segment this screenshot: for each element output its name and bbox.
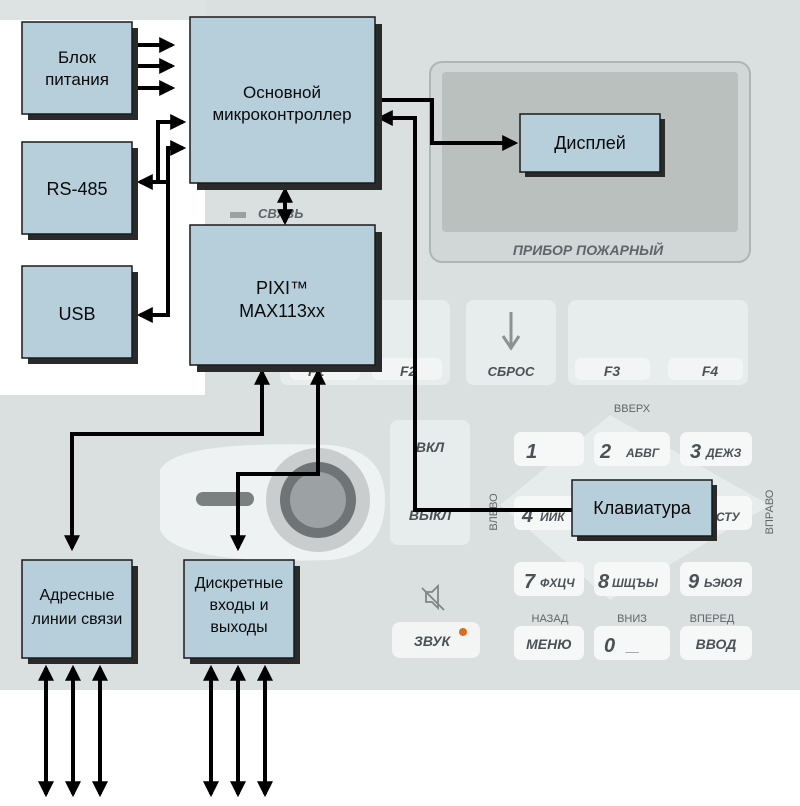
nav-right-label: ВПРАВО bbox=[764, 489, 776, 534]
block-display-label: Дисплей bbox=[554, 133, 626, 153]
reset-key-label: СБРОС bbox=[488, 364, 535, 379]
key-9-letters: ЬЭЮЯ bbox=[704, 576, 742, 590]
arrow-pixi-discrete bbox=[230, 368, 326, 552]
block-pixi-line-1: PIXI™ bbox=[256, 278, 308, 298]
key-3-letters: ДЕЖЗ bbox=[705, 446, 742, 460]
sound-key[interactable] bbox=[392, 622, 480, 658]
block-rs485-box bbox=[21, 141, 133, 235]
block-address-line-1: Адресные bbox=[39, 587, 114, 604]
fkey-f4[interactable] bbox=[668, 358, 743, 380]
key-0[interactable] bbox=[594, 626, 670, 660]
key-0-letters: __ bbox=[625, 640, 640, 654]
arrow-keyboard-mcu bbox=[376, 110, 572, 512]
key-2[interactable] bbox=[594, 432, 670, 466]
keypad: 1 2 АБВГ 3 ДЕЖЗ 4 ИИК СТУ 7 ФХЦЧ 8 ШЩЪЫ … bbox=[514, 432, 752, 660]
block-discrete-io: Дискретные входы и выходы bbox=[183, 559, 300, 664]
key-4-letters: ИИК bbox=[540, 510, 566, 524]
enter-key[interactable] bbox=[680, 626, 752, 660]
block-keyboard: Клавиатура bbox=[571, 479, 717, 541]
on-key-label: ВКЛ bbox=[416, 439, 445, 455]
key-7-letters: ФХЦЧ bbox=[540, 576, 575, 590]
led-link bbox=[230, 212, 246, 218]
block-usb-box bbox=[21, 265, 133, 359]
block-discrete-line-2: входы и bbox=[209, 597, 268, 614]
fkey-f3-label: F3 bbox=[604, 363, 621, 379]
panel-top-strip bbox=[0, 0, 205, 20]
fkey-f2-label: F2 bbox=[400, 363, 417, 379]
blocks: Блок питания RS-485 USB Основной микроко… bbox=[21, 16, 717, 664]
menu-key-label: МЕНЮ bbox=[526, 636, 572, 652]
block-rs485-label: RS-485 bbox=[46, 179, 107, 199]
key-2-letters: АБВГ bbox=[625, 446, 660, 460]
key-0-num: 0 bbox=[604, 635, 615, 657]
sound-key-label: ЗВУК bbox=[414, 633, 452, 649]
key-6-letters: СТУ bbox=[716, 510, 741, 524]
fkey-f4-label: F4 bbox=[702, 363, 719, 379]
block-usb: USB bbox=[21, 265, 138, 364]
key-1[interactable] bbox=[514, 432, 584, 466]
reader-slot bbox=[196, 492, 254, 506]
fkey-f3[interactable] bbox=[575, 358, 650, 380]
mute-icon bbox=[421, 583, 445, 611]
block-mcu-line-2: микроконтроллер bbox=[212, 105, 351, 124]
arrow-rs485-mcu-b bbox=[158, 140, 187, 184]
key-2-num: 2 bbox=[599, 441, 611, 463]
block-power-supply: Блок питания bbox=[21, 21, 138, 120]
block-display: Дисплей bbox=[519, 113, 665, 177]
block-display-box bbox=[519, 113, 661, 173]
block-address-line-2: линии связи bbox=[32, 611, 123, 628]
block-power-line-2: питания bbox=[45, 70, 109, 89]
block-keyboard-label: Клавиатура bbox=[593, 498, 691, 518]
key-8-num: 8 bbox=[598, 571, 610, 593]
power-key-panel bbox=[390, 420, 470, 545]
block-usb-label: USB bbox=[58, 304, 95, 324]
block-discrete-box bbox=[183, 559, 295, 659]
block-rs485: RS-485 bbox=[21, 141, 138, 240]
block-pixi-box bbox=[189, 224, 376, 366]
key-7[interactable] bbox=[514, 562, 584, 596]
block-pixi-line-2: MAX113xx bbox=[239, 301, 325, 321]
key-8-letters: ШЩЪЫ bbox=[612, 576, 659, 590]
key-9[interactable] bbox=[680, 562, 752, 596]
nav-down-label: ВНИЗ bbox=[617, 613, 647, 625]
arrow-down-icon bbox=[501, 312, 521, 351]
key-7-num: 7 bbox=[524, 571, 536, 593]
key-1-num: 1 bbox=[526, 441, 537, 463]
fkey-f2[interactable] bbox=[372, 358, 442, 380]
key-3-num: 3 bbox=[690, 441, 701, 463]
block-power-box bbox=[21, 21, 133, 115]
block-discrete-line-1: Дискретные bbox=[195, 575, 284, 592]
sound-led bbox=[459, 628, 467, 636]
led-label-link: СВЯЗЬ bbox=[258, 206, 304, 221]
nav-back-label: НАЗАД bbox=[532, 613, 570, 625]
arrow-usb-pixi bbox=[136, 148, 170, 323]
connections bbox=[38, 37, 572, 798]
block-pixi: PIXI™ MAX113xx bbox=[189, 224, 382, 372]
block-mcu-box bbox=[189, 16, 376, 184]
key-3[interactable] bbox=[680, 432, 752, 466]
block-address-box bbox=[21, 559, 133, 659]
block-discrete-line-3: выходы bbox=[210, 619, 267, 636]
arrow-mcu-display bbox=[376, 98, 519, 151]
enter-key-label: ВВОД bbox=[696, 636, 737, 652]
reader-button-face bbox=[290, 472, 346, 528]
key-9-num: 9 bbox=[688, 571, 700, 593]
nav-forward-label: ВПЕРЕД bbox=[690, 613, 735, 625]
nav-up-label: ВВЕРХ bbox=[614, 403, 651, 415]
block-mcu-line-1: Основной bbox=[243, 83, 321, 102]
block-power-line-1: Блок bbox=[58, 48, 97, 67]
block-keyboard-box bbox=[571, 479, 713, 537]
arrow-rs485-mcu-a bbox=[136, 114, 187, 190]
block-address-lines: Адресные линии связи bbox=[21, 559, 138, 664]
device-label: ПРИБОР ПОЖАРНЫЙ bbox=[513, 241, 664, 258]
menu-key[interactable] bbox=[514, 626, 584, 660]
key-8[interactable] bbox=[594, 562, 670, 596]
block-main-mcu: Основной микроконтроллер bbox=[189, 16, 382, 190]
key-4[interactable] bbox=[514, 496, 584, 530]
